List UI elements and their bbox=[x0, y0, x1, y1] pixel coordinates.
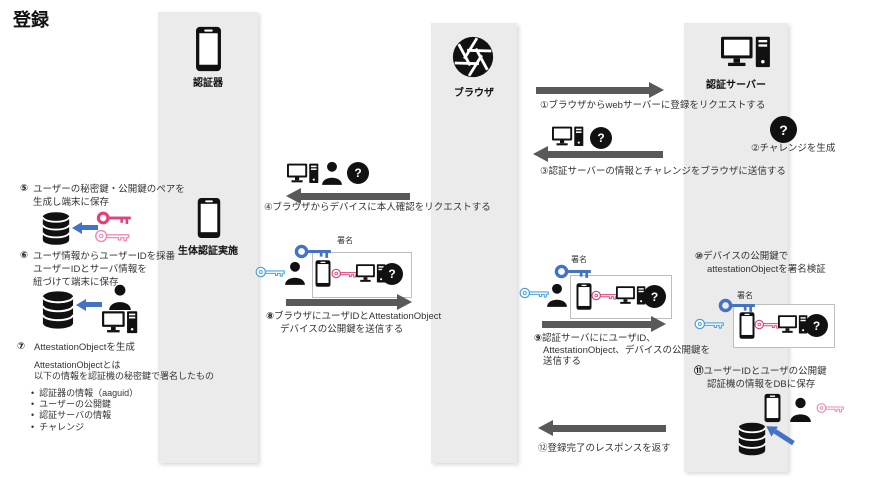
page-title: 登録 bbox=[13, 10, 49, 30]
public-key-icon bbox=[94, 228, 130, 244]
device-storage-db-icon bbox=[42, 290, 74, 330]
authenticator-phone-icon bbox=[195, 26, 222, 72]
step7-bullet-3: •認証サーバの情報 bbox=[31, 410, 112, 420]
lane-browser-label: ブラウザ bbox=[454, 88, 494, 99]
arrow-step9 bbox=[542, 316, 666, 332]
step9-line2: AttestationObject、デバイスの公開鍵を bbox=[543, 345, 711, 356]
public-key-icon bbox=[754, 318, 781, 331]
step6-number: ⑥ bbox=[20, 250, 29, 261]
step10-number: ⑩ bbox=[695, 251, 704, 262]
signature-label: 署名 bbox=[337, 236, 353, 245]
computer-icon bbox=[287, 163, 319, 185]
step9-line3: 送信する bbox=[543, 356, 582, 367]
server-db-icon bbox=[738, 421, 766, 457]
step7-bullet-1: •認証器の情報（aaguid） bbox=[31, 388, 139, 398]
step1-label: ①ブラウザからwebサーバーに登録をリクエストする bbox=[540, 100, 766, 111]
challenge-question-icon: ? bbox=[590, 127, 612, 149]
step7-bullet-2: •ユーザーの公開鍵 bbox=[31, 399, 111, 409]
signing-key-icon bbox=[554, 263, 592, 280]
private-key-icon bbox=[96, 210, 132, 226]
save-arrow-icon bbox=[76, 298, 102, 311]
public-key-icon bbox=[591, 289, 618, 302]
step5-number: ⑤ bbox=[20, 183, 29, 194]
challenge-question-icon: ? bbox=[347, 162, 369, 184]
step11-number: ⑪ bbox=[694, 366, 704, 377]
phone-icon bbox=[739, 310, 755, 341]
arrow-step1 bbox=[536, 82, 664, 98]
user-person-icon bbox=[284, 261, 306, 285]
save-arrow-icon bbox=[72, 221, 98, 234]
server-computer-icon bbox=[721, 36, 771, 70]
public-key-icon bbox=[816, 401, 844, 415]
computer-icon bbox=[778, 314, 808, 336]
user-person-icon bbox=[321, 161, 343, 185]
bullet-icon: • bbox=[31, 410, 35, 420]
phone-icon bbox=[576, 281, 592, 312]
step7-title: AttestationObjectを生成 bbox=[34, 342, 135, 353]
step10-line1: デバイスの公開鍵で bbox=[703, 251, 789, 262]
attestation-object-box bbox=[570, 275, 672, 319]
challenge-question-icon: ? bbox=[805, 314, 828, 337]
user-person-icon bbox=[546, 283, 568, 307]
step5-line2: 生成し端末に保存 bbox=[33, 197, 110, 208]
attestation-object-box bbox=[312, 252, 412, 298]
arrow-step8 bbox=[286, 294, 412, 310]
phone-icon bbox=[764, 393, 781, 423]
bullet-icon: • bbox=[31, 388, 35, 398]
step8-number: ⑧ bbox=[266, 311, 275, 322]
lane-server-label: 認証サーバー bbox=[706, 80, 766, 91]
step7-number: ⑦ bbox=[17, 341, 26, 352]
biometric-phone-icon bbox=[197, 197, 221, 239]
arrow-step3 bbox=[533, 146, 663, 162]
step9-line1: 認証サーバににユーザID、 bbox=[542, 333, 656, 344]
browser-aperture-icon bbox=[452, 36, 494, 78]
challenge-question-icon: ? bbox=[381, 263, 403, 285]
step8-line2: デバイスの公開鍵を送信する bbox=[280, 324, 404, 335]
blue-key-icon bbox=[519, 286, 549, 300]
step6-line3: 紐づけて端末に保存 bbox=[33, 277, 119, 288]
step4-label: ④ブラウザからデバイスに本人確認をリクエストする bbox=[264, 202, 491, 213]
step11-line1: ユーザーIDとユーザの公開鍵 bbox=[703, 366, 827, 377]
step7-desc1: AttestationObjectとは bbox=[34, 360, 121, 370]
signature-label: 署名 bbox=[737, 291, 753, 300]
step11-line2: 認証機の情報をDBに保存 bbox=[707, 379, 816, 390]
arrow-step12 bbox=[538, 420, 666, 436]
step2-label: ②チャレンジを生成 bbox=[751, 143, 836, 154]
step7-desc2: 以下の情報を認証機の秘密鍵で署名したもの bbox=[34, 371, 215, 381]
step6-line1: ユーザ情報からユーザーIDを採番 bbox=[33, 251, 176, 262]
blue-key-icon bbox=[255, 265, 285, 279]
lane-browser bbox=[431, 23, 517, 463]
step3-label: ③認証サーバーの情報とチャレンジをブラウザに送信する bbox=[540, 166, 786, 177]
user-person-icon bbox=[108, 284, 132, 310]
lane-authenticator-label: 認証器 bbox=[193, 78, 223, 89]
step9-number: ⑨ bbox=[534, 333, 543, 344]
public-key-icon bbox=[331, 267, 358, 280]
blue-key-icon bbox=[694, 317, 724, 331]
phone-icon bbox=[315, 258, 331, 289]
step10-line2: attestationObjectを署名検証 bbox=[707, 264, 826, 275]
challenge-question-icon: ? bbox=[643, 285, 666, 308]
computer-icon bbox=[552, 126, 584, 148]
computer-icon bbox=[102, 310, 138, 336]
step7-bullet-4: •チャレンジ bbox=[31, 422, 85, 432]
computer-icon bbox=[616, 285, 646, 307]
step6-line2: ユーザーIDとサーバ情報を bbox=[33, 264, 147, 275]
step5-line1: ユーザーの秘密鍵・公開鍵のペアを bbox=[33, 184, 185, 195]
device-storage-db-icon bbox=[42, 211, 70, 246]
user-person-icon bbox=[789, 397, 812, 422]
bullet-icon: • bbox=[31, 422, 35, 432]
signature-label: 署名 bbox=[571, 255, 587, 264]
bullet-icon: • bbox=[31, 399, 35, 409]
arrow-step4 bbox=[286, 188, 410, 204]
step12-label: ⑫登録完了のレスポンスを返す bbox=[538, 443, 671, 454]
biometric-label: 生体認証実施 bbox=[178, 246, 238, 257]
step8-line1: ブラウザにユーザIDとAttestationObject bbox=[274, 311, 442, 322]
challenge-question-icon: ? bbox=[770, 116, 797, 143]
